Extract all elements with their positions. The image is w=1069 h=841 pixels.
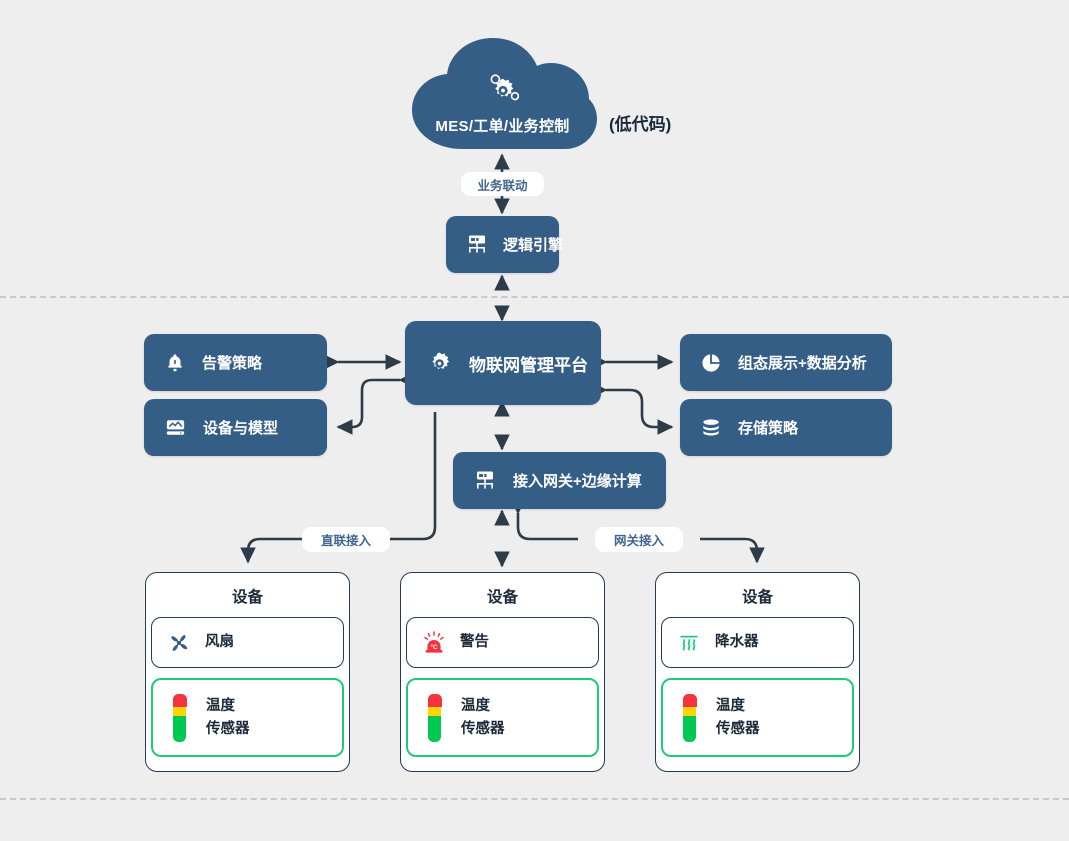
device-row-label: 警告 (460, 634, 489, 651)
device-card-title: 设备 (231, 589, 263, 606)
node-device-model-label: 设备与模型 (203, 420, 279, 437)
device-row-sensor[interactable]: 温度 传感器 (661, 678, 854, 757)
node-iot-platform[interactable]: 物联网管理平台 (405, 321, 601, 405)
humidifier-icon (676, 630, 702, 656)
alarm-siren-icon: °C (421, 630, 447, 656)
wire-label-gateway-access: 网关接入 (595, 527, 683, 552)
sensor-line-2: 传感器 (461, 720, 505, 737)
device-model-icon (164, 416, 187, 439)
device-row-sensor[interactable]: 温度 传感器 (406, 678, 599, 757)
alarm-icon-text: °C (431, 644, 438, 651)
fan-icon (166, 631, 192, 655)
node-device-model[interactable]: 设备与模型 (144, 399, 327, 456)
device-card[interactable]: 设备 风扇 温度 (145, 572, 350, 772)
node-gateway-edge-label: 接入网关+边缘计算 (513, 473, 642, 490)
layer-divider-top (0, 296, 1069, 298)
node-iot-platform-label: 物联网管理平台 (469, 355, 588, 375)
temperature-sensor-icon (422, 693, 448, 743)
device-row-label: 降水器 (715, 634, 759, 651)
cloud-node-mes[interactable]: MES/工单/业务控制 (404, 37, 601, 150)
node-alarm-policy[interactable]: 告警策略 (144, 334, 327, 391)
gear-cloud-icon (485, 73, 521, 114)
node-logic-engine-label: 逻辑引擎 (503, 237, 564, 254)
layer-divider-bottom (0, 798, 1069, 800)
wire-label-direct-access: 直联接入 (302, 527, 390, 552)
wire-label-business-link: 业务联动 (461, 172, 544, 196)
device-card-title: 设备 (741, 589, 773, 606)
device-row-primary[interactable]: °C 警告 (406, 617, 599, 669)
device-row-sensor-label: 温度 传感器 (461, 695, 505, 740)
node-storage-policy-label: 存储策略 (738, 420, 799, 437)
device-row-sensor-label: 温度 传感器 (716, 695, 760, 740)
device-card[interactable]: 设备 降水器 温度 传感器 (655, 572, 860, 772)
device-card[interactable]: 设备 °C 警告 (400, 572, 605, 772)
bell-icon (164, 352, 186, 374)
device-row-primary[interactable]: 降水器 (661, 617, 854, 669)
node-visual-analytics[interactable]: 组态展示+数据分析 (680, 334, 892, 391)
pie-chart-icon (700, 352, 722, 374)
node-gateway-edge[interactable]: 接入网关+边缘计算 (453, 452, 666, 509)
node-storage-policy[interactable]: 存储策略 (680, 399, 892, 456)
low-code-note: (低代码) (609, 115, 672, 134)
server-hub-icon (465, 233, 489, 257)
temperature-sensor-icon (167, 693, 193, 743)
node-visual-analytics-label: 组态展示+数据分析 (738, 355, 867, 372)
node-alarm-policy-label: 告警策略 (202, 355, 263, 372)
gear-icon (424, 348, 455, 379)
sensor-line-1: 温度 (206, 698, 235, 715)
device-card-title: 设备 (486, 589, 518, 606)
device-row-primary[interactable]: 风扇 (151, 617, 344, 669)
cloud-label: MES/工单/业务控制 (435, 118, 570, 135)
node-logic-engine[interactable]: 逻辑引擎 (446, 216, 563, 273)
device-row-label: 风扇 (205, 634, 234, 651)
sensor-line-2: 传感器 (206, 720, 250, 737)
sensor-line-1: 温度 (461, 698, 490, 715)
server-hub-icon (473, 469, 497, 493)
database-icon (700, 417, 722, 439)
sensor-line-1: 温度 (716, 698, 745, 715)
device-row-sensor[interactable]: 温度 传感器 (151, 678, 344, 757)
sensor-line-2: 传感器 (716, 720, 760, 737)
temperature-sensor-icon (677, 693, 703, 743)
device-row-sensor-label: 温度 传感器 (206, 695, 250, 740)
